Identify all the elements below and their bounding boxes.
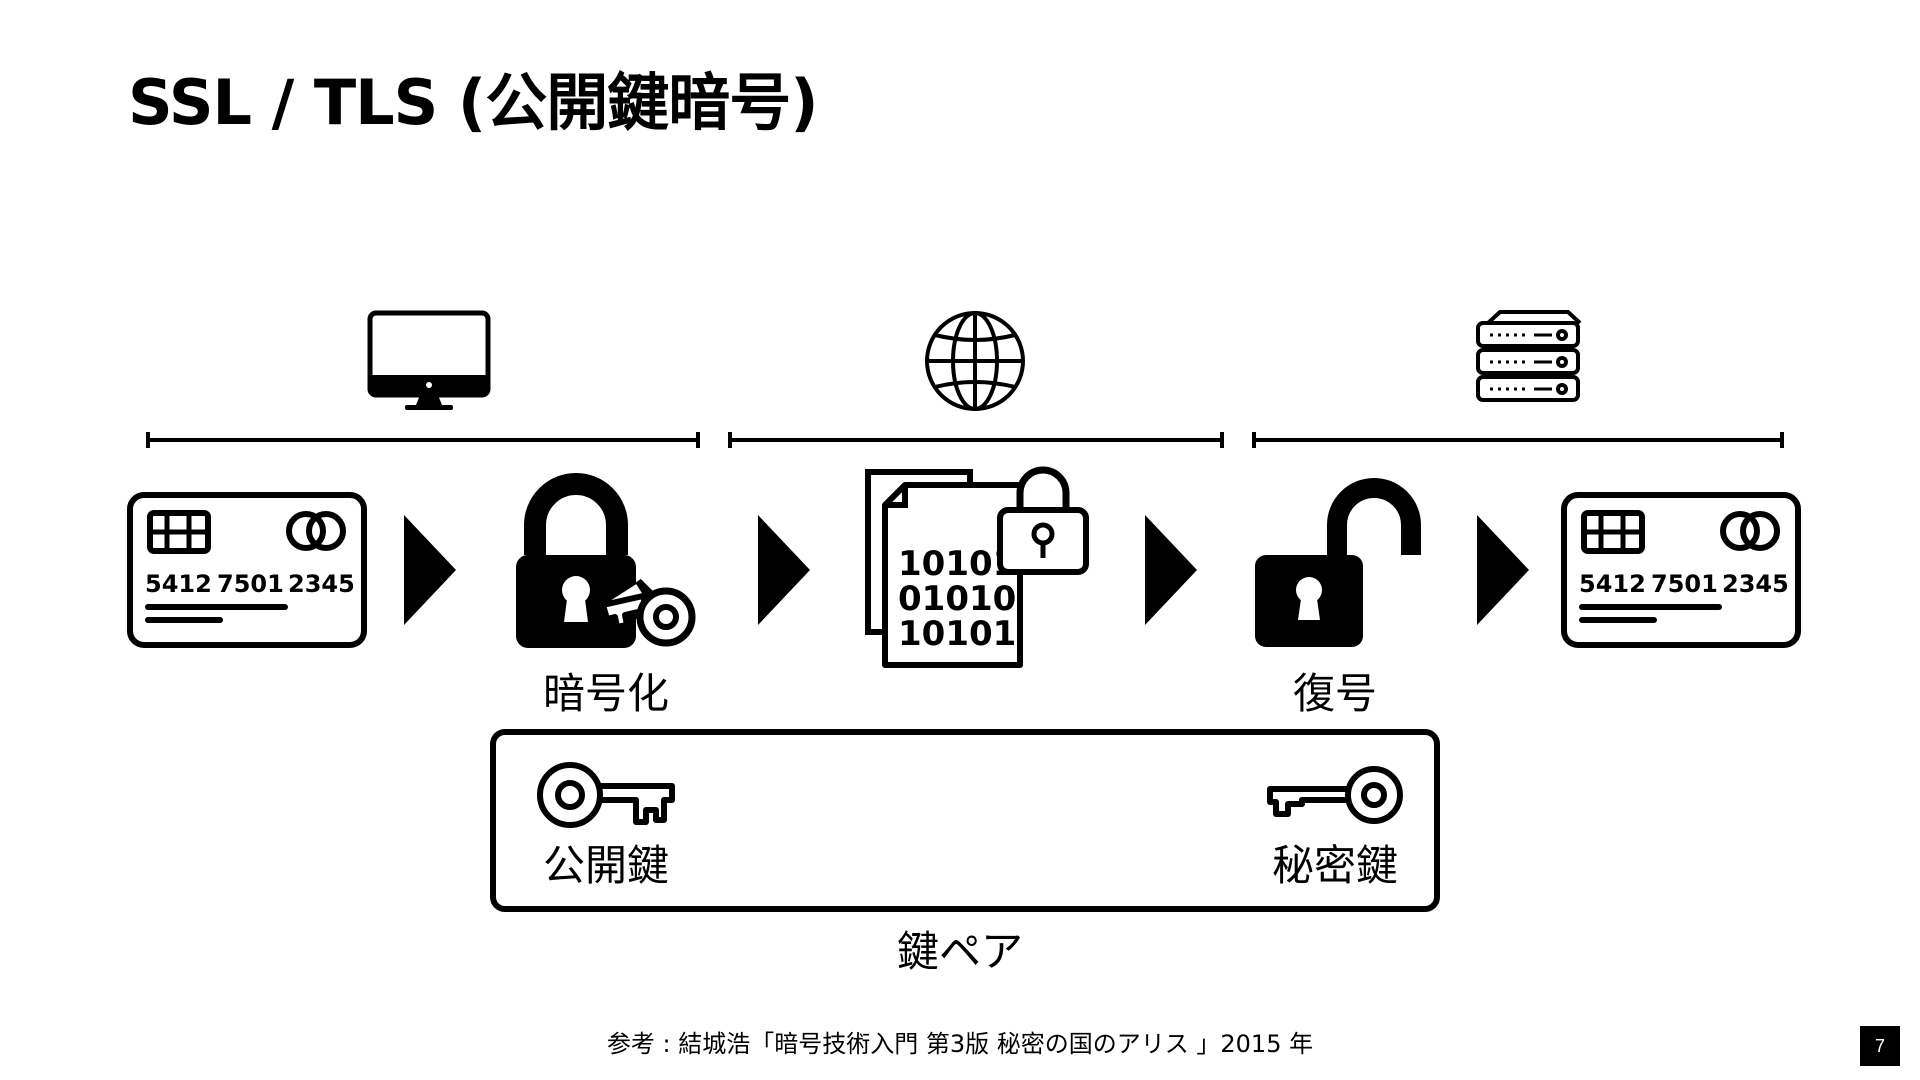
card-number-group: 7501 [1651,570,1718,598]
flow-arrow-4 [1477,515,1529,625]
key-pair-caption: 鍵ペア [896,927,1023,976]
page-number: 7 [1860,1026,1900,1066]
computer-monitor-icon [367,310,491,410]
credit-card-plain-icon: 5412 7501 2345 [1561,492,1801,648]
card-number-group: 2345 [1722,570,1789,598]
card-number-group: 2345 [288,570,355,598]
private-key-label: 秘密鍵 [1271,841,1398,890]
slide-title: SSL / TLS (公開鍵暗号) [128,66,819,139]
public-key-icon [537,762,675,828]
zone-bracket-client [146,432,700,448]
key-pair-box [490,729,1440,912]
credit-card-plain-icon: 5412 7501 2345 [127,492,367,648]
binary-line: 10101 [898,544,1016,584]
server-icon [1476,310,1582,402]
card-number-group: 7501 [217,570,284,598]
encrypt-label: 暗号化 [542,669,669,718]
locked-padlock-key-icon [516,473,696,648]
zone-bracket-server [1252,432,1784,448]
binary-line: 10101 [898,614,1016,654]
flow-arrow-2 [758,515,810,625]
flow-arrow-1 [404,515,456,625]
card-number-group: 5412 [1579,570,1646,598]
public-key-label: 公開鍵 [542,841,669,890]
zone-bracket-internet [728,432,1224,448]
decrypt-label: 復号 [1292,669,1377,718]
unlocked-padlock-icon [1255,478,1421,647]
flow-arrow-3 [1145,515,1197,625]
card-number-group: 5412 [145,570,212,598]
private-key-icon [1267,766,1403,824]
reference-citation: 参考 : 結城浩「暗号技術入門 第3版 秘密の国のアリス 」2015 年 [606,1030,1314,1058]
globe-icon [925,311,1025,411]
binary-line: 01010 [898,579,1016,619]
encrypted-document-icon: 10101 01010 10101 [865,466,1089,668]
